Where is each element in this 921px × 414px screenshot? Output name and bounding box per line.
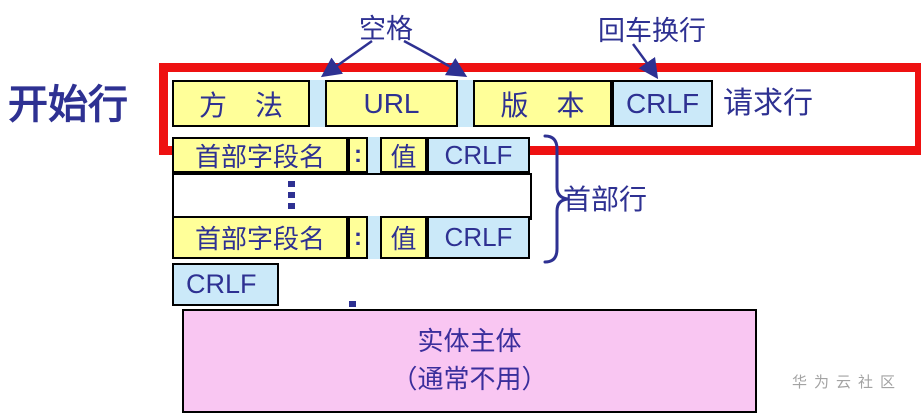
ellipsis-dot	[288, 192, 295, 198]
header-field-name-box-1: 首部字段名	[172, 137, 348, 173]
blank-line-crlf-box: CRLF	[172, 263, 279, 306]
entity-body-line1: 实体主体	[417, 326, 522, 357]
entity-body-box: 实体主体 （通常不用）	[182, 309, 757, 413]
ellipsis-dot	[288, 181, 295, 187]
header-field-name-box-2: 首部字段名	[172, 216, 348, 259]
header-colon-box-1: :	[348, 137, 368, 173]
entity-body-line2: （通常不用）	[391, 364, 548, 394]
header-crlf-box-1: CRLF	[427, 137, 530, 173]
header-crlf-box-2: CRLF	[427, 216, 530, 259]
space-label: 空格	[359, 14, 413, 44]
space-gap-2	[458, 80, 473, 127]
watermark-text: 华为云社区	[792, 374, 903, 391]
request-crlf-box: CRLF	[612, 80, 713, 127]
header-ellipsis-box	[172, 173, 532, 220]
vertical-ellipsis-dots	[288, 181, 295, 209]
header-colon-box-2: :	[348, 216, 368, 259]
header-space-gap-1	[368, 137, 380, 173]
header-value-box-2: 值	[380, 216, 427, 259]
header-space-gap-2	[368, 216, 380, 259]
version-box: 版 本	[473, 80, 612, 127]
header-value-box-1: 值	[380, 137, 427, 173]
request-line-caption: 请求行	[723, 87, 813, 120]
crlf-meaning-label: 回车换行	[598, 16, 706, 46]
method-box: 方 法	[172, 80, 310, 127]
space-gap-1	[310, 80, 325, 127]
header-lines-label: 首部行	[563, 184, 648, 215]
start-line-label: 开始行	[8, 83, 128, 127]
url-box: URL	[325, 80, 458, 127]
single-ellipsis-dot	[349, 301, 356, 307]
ellipsis-dot	[288, 203, 295, 209]
